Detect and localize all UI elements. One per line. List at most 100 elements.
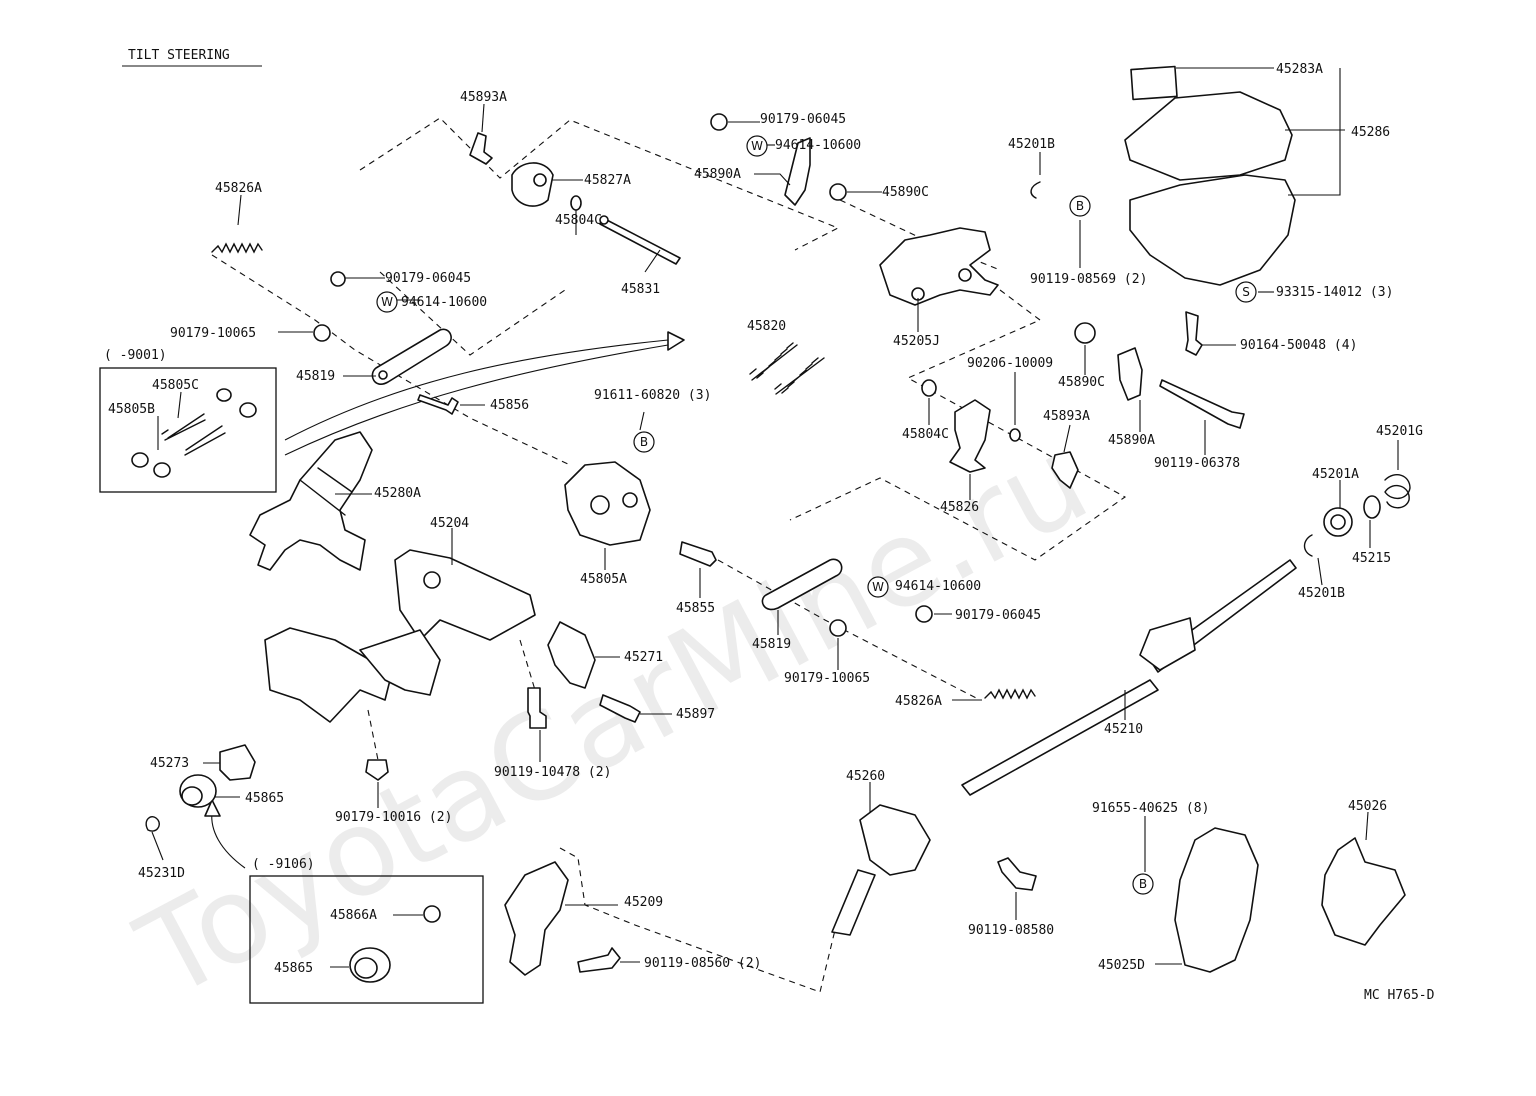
label-90119-08560: 90119-08560 (2) bbox=[644, 956, 761, 971]
part-45271-plate bbox=[547, 621, 596, 689]
part-45205J-bracket bbox=[879, 227, 999, 306]
part-45826-bracket bbox=[949, 399, 991, 473]
badge-w-2: W bbox=[746, 135, 768, 157]
badge-w-3: W bbox=[867, 576, 889, 598]
label-45260: 45260 bbox=[846, 769, 885, 784]
label-45205J: 45205J bbox=[893, 334, 940, 349]
part-45890C-collar-b bbox=[1074, 322, 1096, 344]
label-45805C: 45805C bbox=[152, 378, 199, 393]
part-45827A-plate bbox=[511, 162, 554, 207]
label-45201A: 45201A bbox=[1312, 467, 1359, 482]
part-45204-column-support bbox=[264, 549, 536, 723]
part-90179-06045-nut-b bbox=[710, 113, 728, 131]
diagram-reference-code: MC H765-D bbox=[1364, 988, 1435, 1003]
part-90119-08580-bolt bbox=[997, 857, 1037, 891]
part-45260-intermediate-shaft bbox=[831, 804, 931, 936]
label-90119-08569: 90119-08569 (2) bbox=[1030, 272, 1147, 287]
label-45893A-b: 45893A bbox=[1043, 409, 1090, 424]
part-90179-10065-nut-b bbox=[829, 619, 847, 637]
part-45804C-bushing bbox=[570, 195, 582, 211]
label-45819-b: 45819 bbox=[752, 637, 791, 652]
label-45201B-b: 45201B bbox=[1298, 586, 1345, 601]
part-45805B-spring bbox=[184, 425, 226, 456]
part-45897-pin bbox=[599, 694, 641, 723]
part-45890A-lever-b bbox=[1117, 347, 1143, 401]
svg-text:B: B bbox=[640, 435, 648, 449]
label-90164-50048: 90164-50048 (4) bbox=[1240, 338, 1357, 353]
label-45890A-b: 45890A bbox=[1108, 433, 1155, 448]
label-90179-10065-b: 90179-10065 bbox=[784, 671, 870, 686]
svg-text:S: S bbox=[1242, 285, 1250, 299]
part-45201B-clip bbox=[1030, 181, 1041, 199]
label-45201G: 45201G bbox=[1376, 424, 1423, 439]
part-45866A-cap bbox=[423, 905, 441, 923]
label-90119-06378: 90119-06378 bbox=[1154, 456, 1240, 471]
label-45804C-b: 45804C bbox=[902, 427, 949, 442]
part-45805-cap bbox=[131, 452, 149, 468]
label-45805B: 45805B bbox=[108, 402, 155, 417]
part-45893A-bracket bbox=[469, 132, 493, 165]
label-45819: 45819 bbox=[296, 369, 335, 384]
part-90179-10016-clip bbox=[365, 759, 389, 781]
group-label-9001: ( -9001) bbox=[104, 348, 167, 363]
part-90179-06045-nut bbox=[330, 271, 346, 287]
svg-text:B: B bbox=[1076, 199, 1084, 213]
label-45026: 45026 bbox=[1348, 799, 1387, 814]
part-45273-bushing bbox=[219, 744, 256, 781]
svg-text:W: W bbox=[381, 295, 393, 309]
svg-text:W: W bbox=[872, 580, 884, 594]
badge-w-1: W bbox=[376, 291, 398, 313]
label-90179-06045: 90179-06045 bbox=[385, 271, 471, 286]
part-45890C-collar bbox=[829, 183, 847, 201]
part-90119-06378-bolt bbox=[1159, 379, 1245, 429]
part-45855-bolt bbox=[679, 541, 717, 567]
label-45231D: 45231D bbox=[138, 866, 185, 881]
label-45209: 45209 bbox=[624, 895, 663, 910]
badge-b-2: B bbox=[633, 431, 655, 453]
label-45893A: 45893A bbox=[460, 90, 507, 105]
part-labels: 45893A 45827A 45826A 45804C 45831 90179-… bbox=[108, 62, 1435, 1003]
label-45210: 45210 bbox=[1104, 722, 1143, 737]
label-90206-10009: 90206-10009 bbox=[967, 356, 1053, 371]
label-45273: 45273 bbox=[150, 756, 189, 771]
part-45820-spring-a bbox=[749, 342, 798, 381]
part-45280A-column-bracket bbox=[249, 431, 373, 571]
label-45856: 45856 bbox=[490, 398, 529, 413]
part-90179-10065-nut bbox=[313, 324, 331, 342]
part-45820-spring-b bbox=[774, 357, 825, 395]
part-45826A-spring bbox=[211, 242, 263, 254]
label-45827A: 45827A bbox=[584, 173, 631, 188]
label-91655-40625: 91655-40625 (8) bbox=[1092, 801, 1209, 816]
part-90206-10009-clip bbox=[1009, 428, 1021, 442]
part-45890A-lever bbox=[784, 137, 811, 206]
part-45805C-spring bbox=[161, 413, 206, 441]
label-45826A: 45826A bbox=[215, 181, 262, 196]
label-94614-10600-b: 94614-10600 bbox=[775, 138, 861, 153]
label-45831: 45831 bbox=[621, 282, 660, 297]
label-90179-06045-b: 90179-06045 bbox=[760, 112, 846, 127]
part-45804C-bushing-b bbox=[921, 379, 937, 397]
label-45271: 45271 bbox=[624, 650, 663, 665]
part-90119-10478-bolt bbox=[527, 687, 547, 729]
label-94614-10600-c: 94614-10600 bbox=[895, 579, 981, 594]
group-box-9001 bbox=[99, 367, 277, 493]
badge-b-1: B bbox=[1069, 195, 1091, 217]
label-45866A: 45866A bbox=[330, 908, 377, 923]
part-45865-bushing bbox=[179, 774, 217, 808]
arrow-head bbox=[667, 331, 685, 351]
label-90119-10478: 90119-10478 (2) bbox=[494, 765, 611, 780]
svg-text:W: W bbox=[751, 139, 763, 153]
label-45826: 45826 bbox=[940, 500, 979, 515]
label-45865: 45865 bbox=[245, 791, 284, 806]
badge-s-1: S bbox=[1235, 281, 1257, 303]
label-45805A: 45805A bbox=[580, 572, 627, 587]
label-45865-b: 45865 bbox=[274, 961, 313, 976]
label-45025D: 45025D bbox=[1098, 958, 1145, 973]
diagram-title: TILT STEERING bbox=[128, 48, 230, 63]
part-45286-column-cover bbox=[1124, 65, 1296, 286]
part-45805A-bracket bbox=[564, 461, 651, 546]
label-90179-10016: 90179-10016 (2) bbox=[335, 810, 452, 825]
part-45856-bolt bbox=[417, 394, 459, 415]
part-90179-06045-nut-c bbox=[915, 605, 933, 623]
